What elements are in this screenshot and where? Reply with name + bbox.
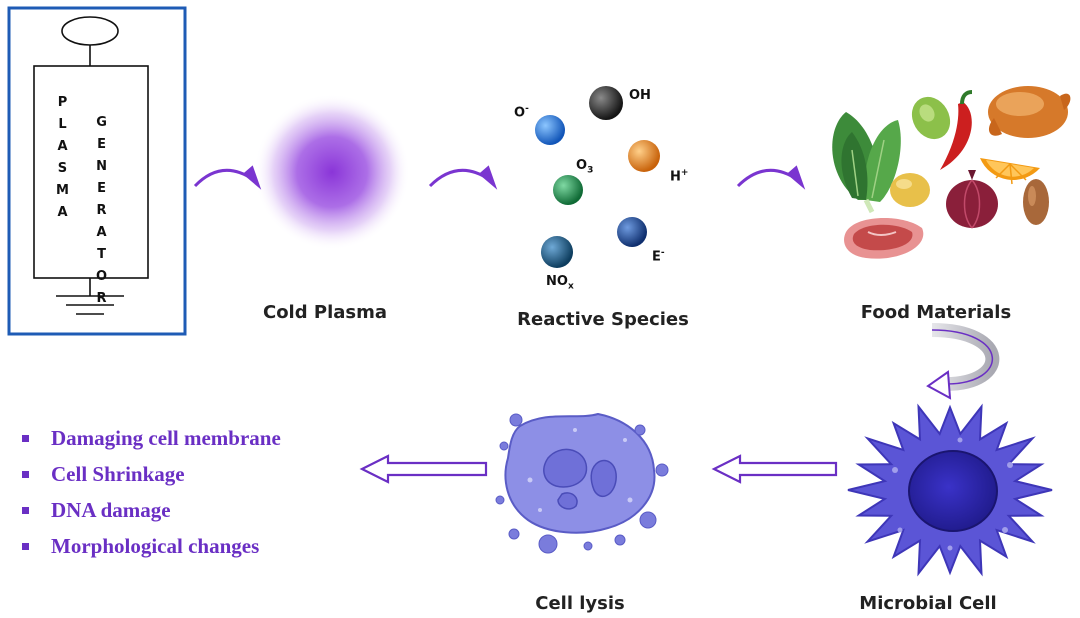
food-materials-illustration [832, 86, 1071, 259]
label-cold-plasma: Cold Plasma [262, 302, 388, 323]
generator-letter: A [57, 139, 68, 154]
effects-list: Damaging cell membrane Cell Shrinkage DN… [22, 420, 281, 564]
species-nox-sphere [541, 236, 573, 268]
bullet-icon [22, 542, 29, 550]
generator-letter: G [96, 115, 107, 130]
roast-chicken-icon [988, 86, 1071, 138]
species-label-h-plus: H+ [670, 168, 689, 185]
effect-item: Cell Shrinkage [22, 456, 281, 492]
orange-slice-icon [980, 158, 1040, 185]
curved-arrow-3 [736, 165, 806, 190]
curved-arrow-2 [428, 165, 498, 190]
microbial-cell-icon [847, 403, 1053, 577]
leafy-greens-icon [832, 112, 901, 214]
bullet-icon [22, 470, 29, 478]
cell-lysis-icon [495, 412, 669, 554]
generator-letter: A [57, 205, 68, 220]
generator-letter: E [97, 137, 106, 152]
cell-nucleus [908, 450, 998, 532]
effect-item: Morphological changes [22, 528, 281, 564]
species-label-oh: OH [629, 88, 651, 103]
generator-letter: O [96, 269, 108, 284]
species-label-o3: O3 [576, 158, 594, 176]
chili-pepper-icon [940, 102, 972, 170]
hollow-arrow-2 [359, 454, 488, 484]
hollow-arrow-1 [711, 454, 838, 484]
species-label-e-minus: E- [652, 248, 665, 265]
red-onion-icon [946, 170, 998, 229]
label-food-materials: Food Materials [860, 302, 1012, 323]
generator-body [33, 65, 149, 279]
effect-item: Damaging cell membrane [22, 420, 281, 456]
species-label-nox: NOx [546, 274, 574, 292]
species-label-o-minus: O- [514, 104, 529, 121]
label-reactive-species: Reactive Species [517, 309, 689, 330]
species-oh-sphere [589, 86, 623, 120]
cold-plasma-glow [254, 94, 410, 250]
generator-letter: R [96, 291, 107, 306]
generator-letter: A [96, 225, 107, 240]
reactive-species-group [535, 86, 660, 268]
generator-letter: R [96, 203, 107, 218]
potato-icon [890, 173, 930, 207]
curved-arrow-1 [193, 165, 262, 190]
plasma-generator [7, 6, 187, 336]
generator-terminal [61, 16, 119, 46]
generator-letter: L [58, 117, 67, 132]
species-e-minus-sphere [617, 217, 647, 247]
label-cell-lysis: Cell lysis [535, 593, 625, 614]
steak-icon [844, 217, 924, 259]
label-microbial-cell: Microbial Cell [859, 593, 997, 614]
species-o-minus-sphere [535, 115, 565, 145]
generator-letter: N [96, 159, 107, 174]
generator-letter: E [97, 181, 106, 196]
bullet-icon [22, 506, 29, 514]
almond-icon [1023, 179, 1049, 225]
generator-letter: S [57, 161, 68, 176]
generator-letter: M [56, 183, 69, 198]
bullet-icon [22, 434, 29, 442]
effect-item: DNA damage [22, 492, 281, 528]
u-turn-arrow [926, 323, 1000, 400]
generator-letter: T [97, 247, 106, 262]
species-h-plus-sphere [628, 140, 660, 172]
generator-letter: P [57, 95, 68, 110]
species-o3-sphere [553, 175, 583, 205]
